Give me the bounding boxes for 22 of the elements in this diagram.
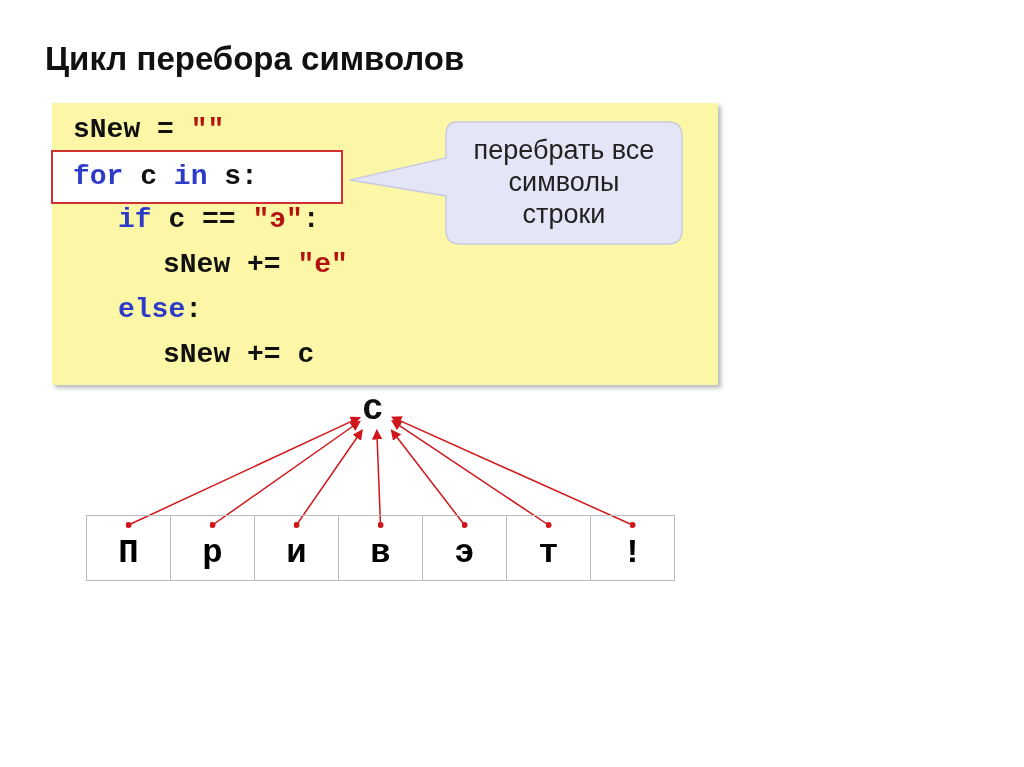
code-panel	[52, 103, 718, 385]
code-line: if c == "э":	[118, 203, 320, 237]
code-line: sNew += "е"	[163, 248, 348, 282]
arrow	[371, 428, 384, 528]
character-cell: в	[338, 515, 423, 581]
arrow	[391, 419, 552, 528]
character-cell: т	[506, 515, 591, 581]
character-cell: э	[422, 515, 507, 581]
variable-label: c	[362, 392, 390, 428]
arrow	[390, 429, 468, 528]
character-cell: и	[254, 515, 339, 581]
code-line: sNew = ""	[73, 113, 225, 147]
arrow	[391, 416, 636, 528]
slide-title: Цикл перебора символов	[45, 40, 465, 78]
character-cell: П	[86, 515, 171, 581]
character-cell: р	[170, 515, 255, 581]
arrow	[125, 416, 361, 528]
character-cell: !	[590, 515, 675, 581]
arrow	[209, 420, 361, 528]
code-line: sNew += c	[163, 338, 315, 372]
arrow	[293, 429, 363, 528]
code-line: else:	[118, 293, 203, 327]
